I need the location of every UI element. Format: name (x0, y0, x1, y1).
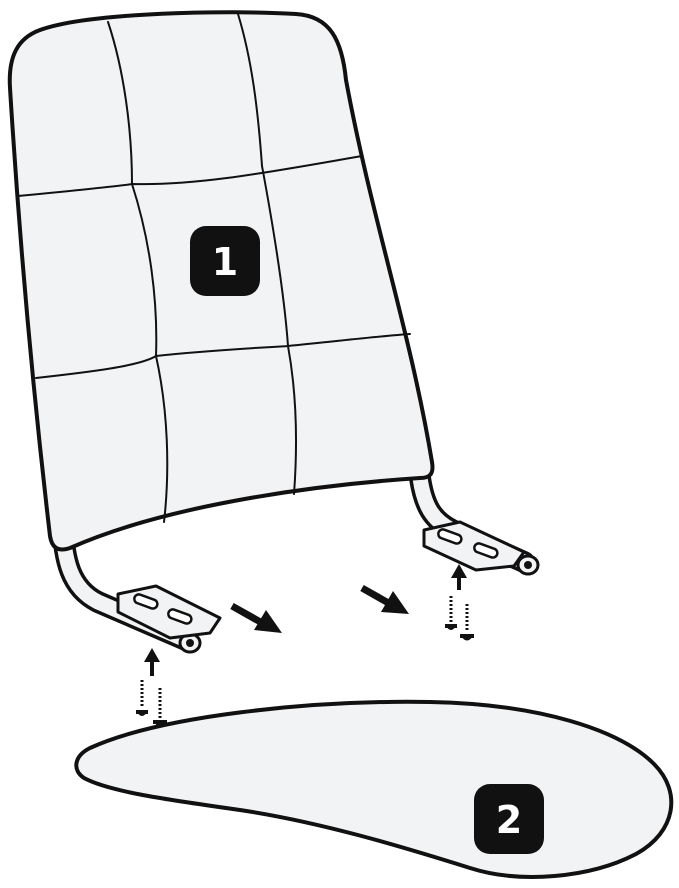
seat-part: 2 (74, 699, 674, 879)
seat-board (74, 699, 674, 879)
arrow-down-right-icon (360, 584, 409, 614)
part-label-2: 2 (496, 798, 522, 842)
part-badge-1: 1 (190, 226, 260, 296)
screw-icon (136, 680, 148, 716)
backrest-part: 1 (7, 10, 540, 654)
screw-icon (153, 688, 167, 727)
arrow-up-icon (144, 648, 160, 676)
right-bracket (409, 467, 540, 576)
arrow-up-icon (451, 564, 467, 590)
arrow-down-right-icon (230, 602, 282, 633)
screw-icon (445, 596, 457, 630)
part-label-1: 1 (212, 240, 238, 284)
screw-icon (460, 604, 474, 641)
part-badge-2: 2 (474, 784, 544, 854)
backrest-seams (17, 13, 411, 523)
